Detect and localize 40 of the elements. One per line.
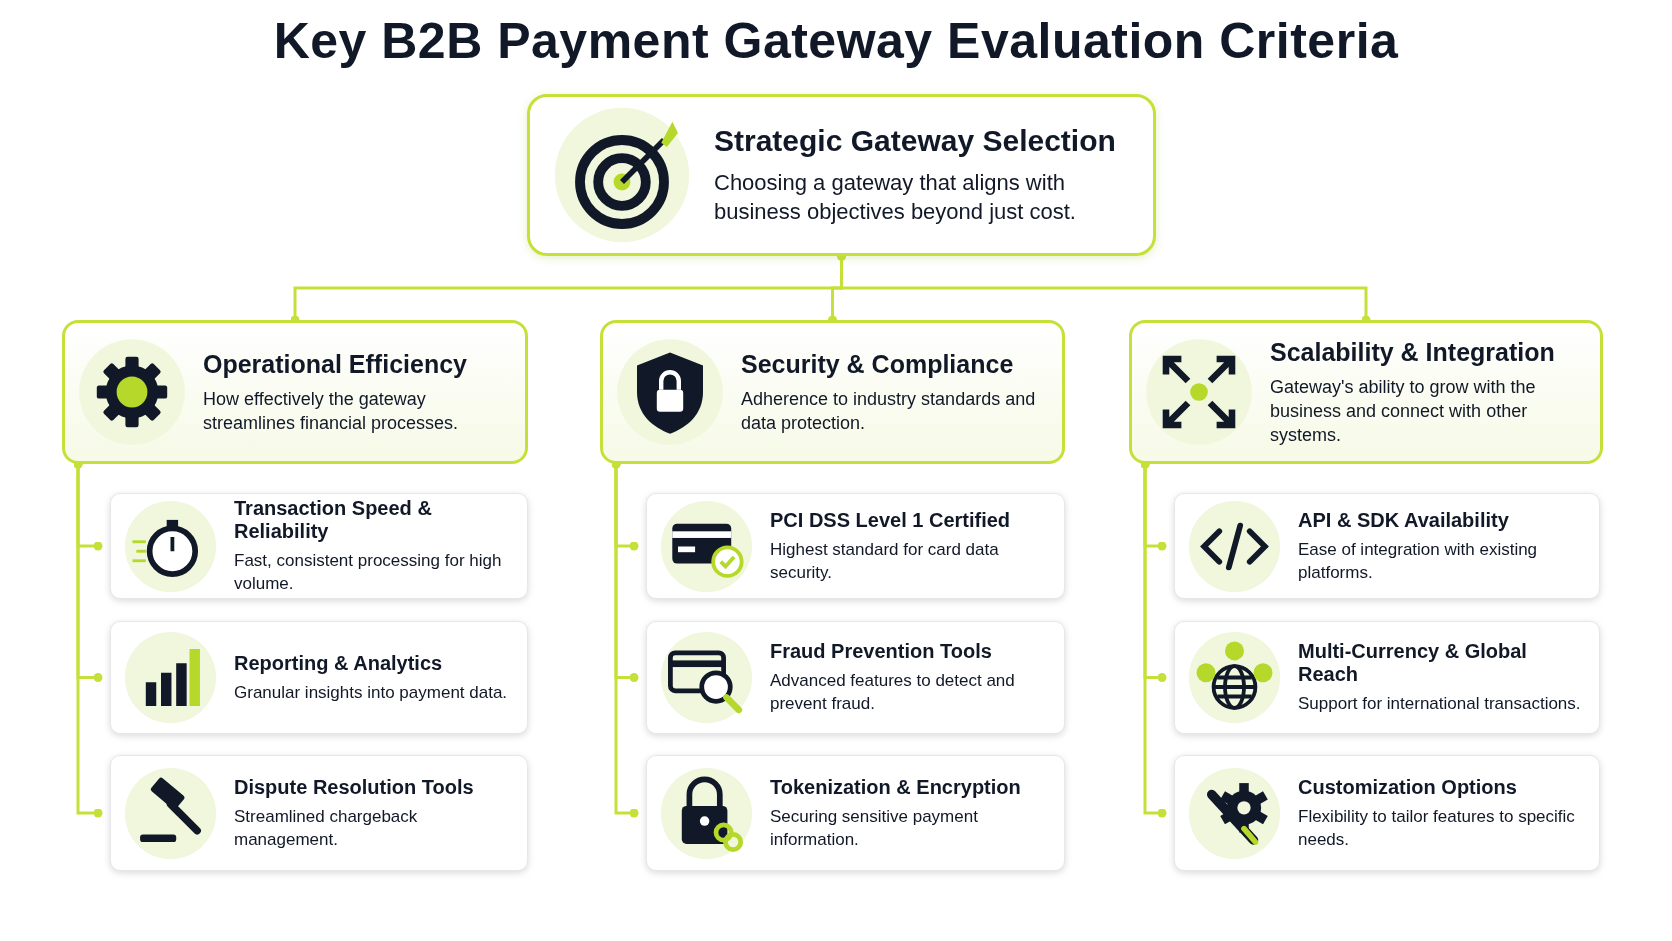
card-title: Reporting & Analytics xyxy=(234,651,444,675)
criterion-card xyxy=(110,493,528,599)
card-description: Ease of integration with existing platforms. xyxy=(1298,538,1539,584)
criterion-card xyxy=(1174,755,1600,871)
criterion-card xyxy=(110,621,528,734)
card-description: Granular insights into payment data. xyxy=(234,681,508,704)
criterion-card xyxy=(646,493,1065,599)
category-card xyxy=(600,320,1065,464)
main-card xyxy=(527,94,1156,256)
page-title: Key B2B Payment Gateway Evaluation Criteria xyxy=(272,12,1400,70)
card-description: Gateway's ability to grow with the business and connect with other systems. xyxy=(1270,375,1537,447)
card-title: Multi-Currency & Global Reach xyxy=(1298,640,1528,686)
card-title: Customization Options xyxy=(1298,775,1518,799)
criterion-card xyxy=(646,755,1065,871)
card-title: Tokenization & Encryption xyxy=(770,775,1022,799)
card-title: Strategic Gateway Selection xyxy=(714,124,1117,158)
card-description: Securing sensitive payment information. xyxy=(770,805,979,851)
criterion-card xyxy=(1174,493,1600,599)
card-title: Operational Efficiency xyxy=(203,349,468,379)
category-card xyxy=(62,320,528,464)
card-description: How effectively the gateway streamlines financial processes. xyxy=(203,387,460,435)
card-description: Adherence to industry standards and data protection. xyxy=(741,387,1037,435)
card-description: Support for international transactions. xyxy=(1298,693,1582,715)
card-description: Choosing a gateway that aligns with business objectives beyond just cost. xyxy=(714,169,1077,226)
criterion-card xyxy=(110,755,528,871)
criterion-card xyxy=(1174,621,1600,734)
criterion-card xyxy=(646,621,1065,734)
card-title: API & SDK Availability xyxy=(1298,508,1510,532)
category-card xyxy=(1129,320,1603,464)
card-title: Dispute Resolution Tools xyxy=(234,775,475,799)
card-description: Advanced features to detect and prevent fraud. xyxy=(770,670,1016,715)
card-title: Scalability & Integration xyxy=(1270,337,1556,367)
card-description: Highest standard for card data security. xyxy=(770,538,1000,584)
card-description: Fast, consistent processing for high volume. xyxy=(234,550,503,595)
card-description: Streamlined chargeback management. xyxy=(234,805,419,851)
card-description: Flexibility to tailor features to specific needs. xyxy=(1298,805,1576,851)
card-title: PCI DSS Level 1 Certified xyxy=(770,508,1012,532)
card-title: Transaction Speed & Reliability xyxy=(234,497,433,543)
card-title: Security & Compliance xyxy=(741,349,1015,379)
card-title: Fraud Prevention Tools xyxy=(770,640,993,663)
